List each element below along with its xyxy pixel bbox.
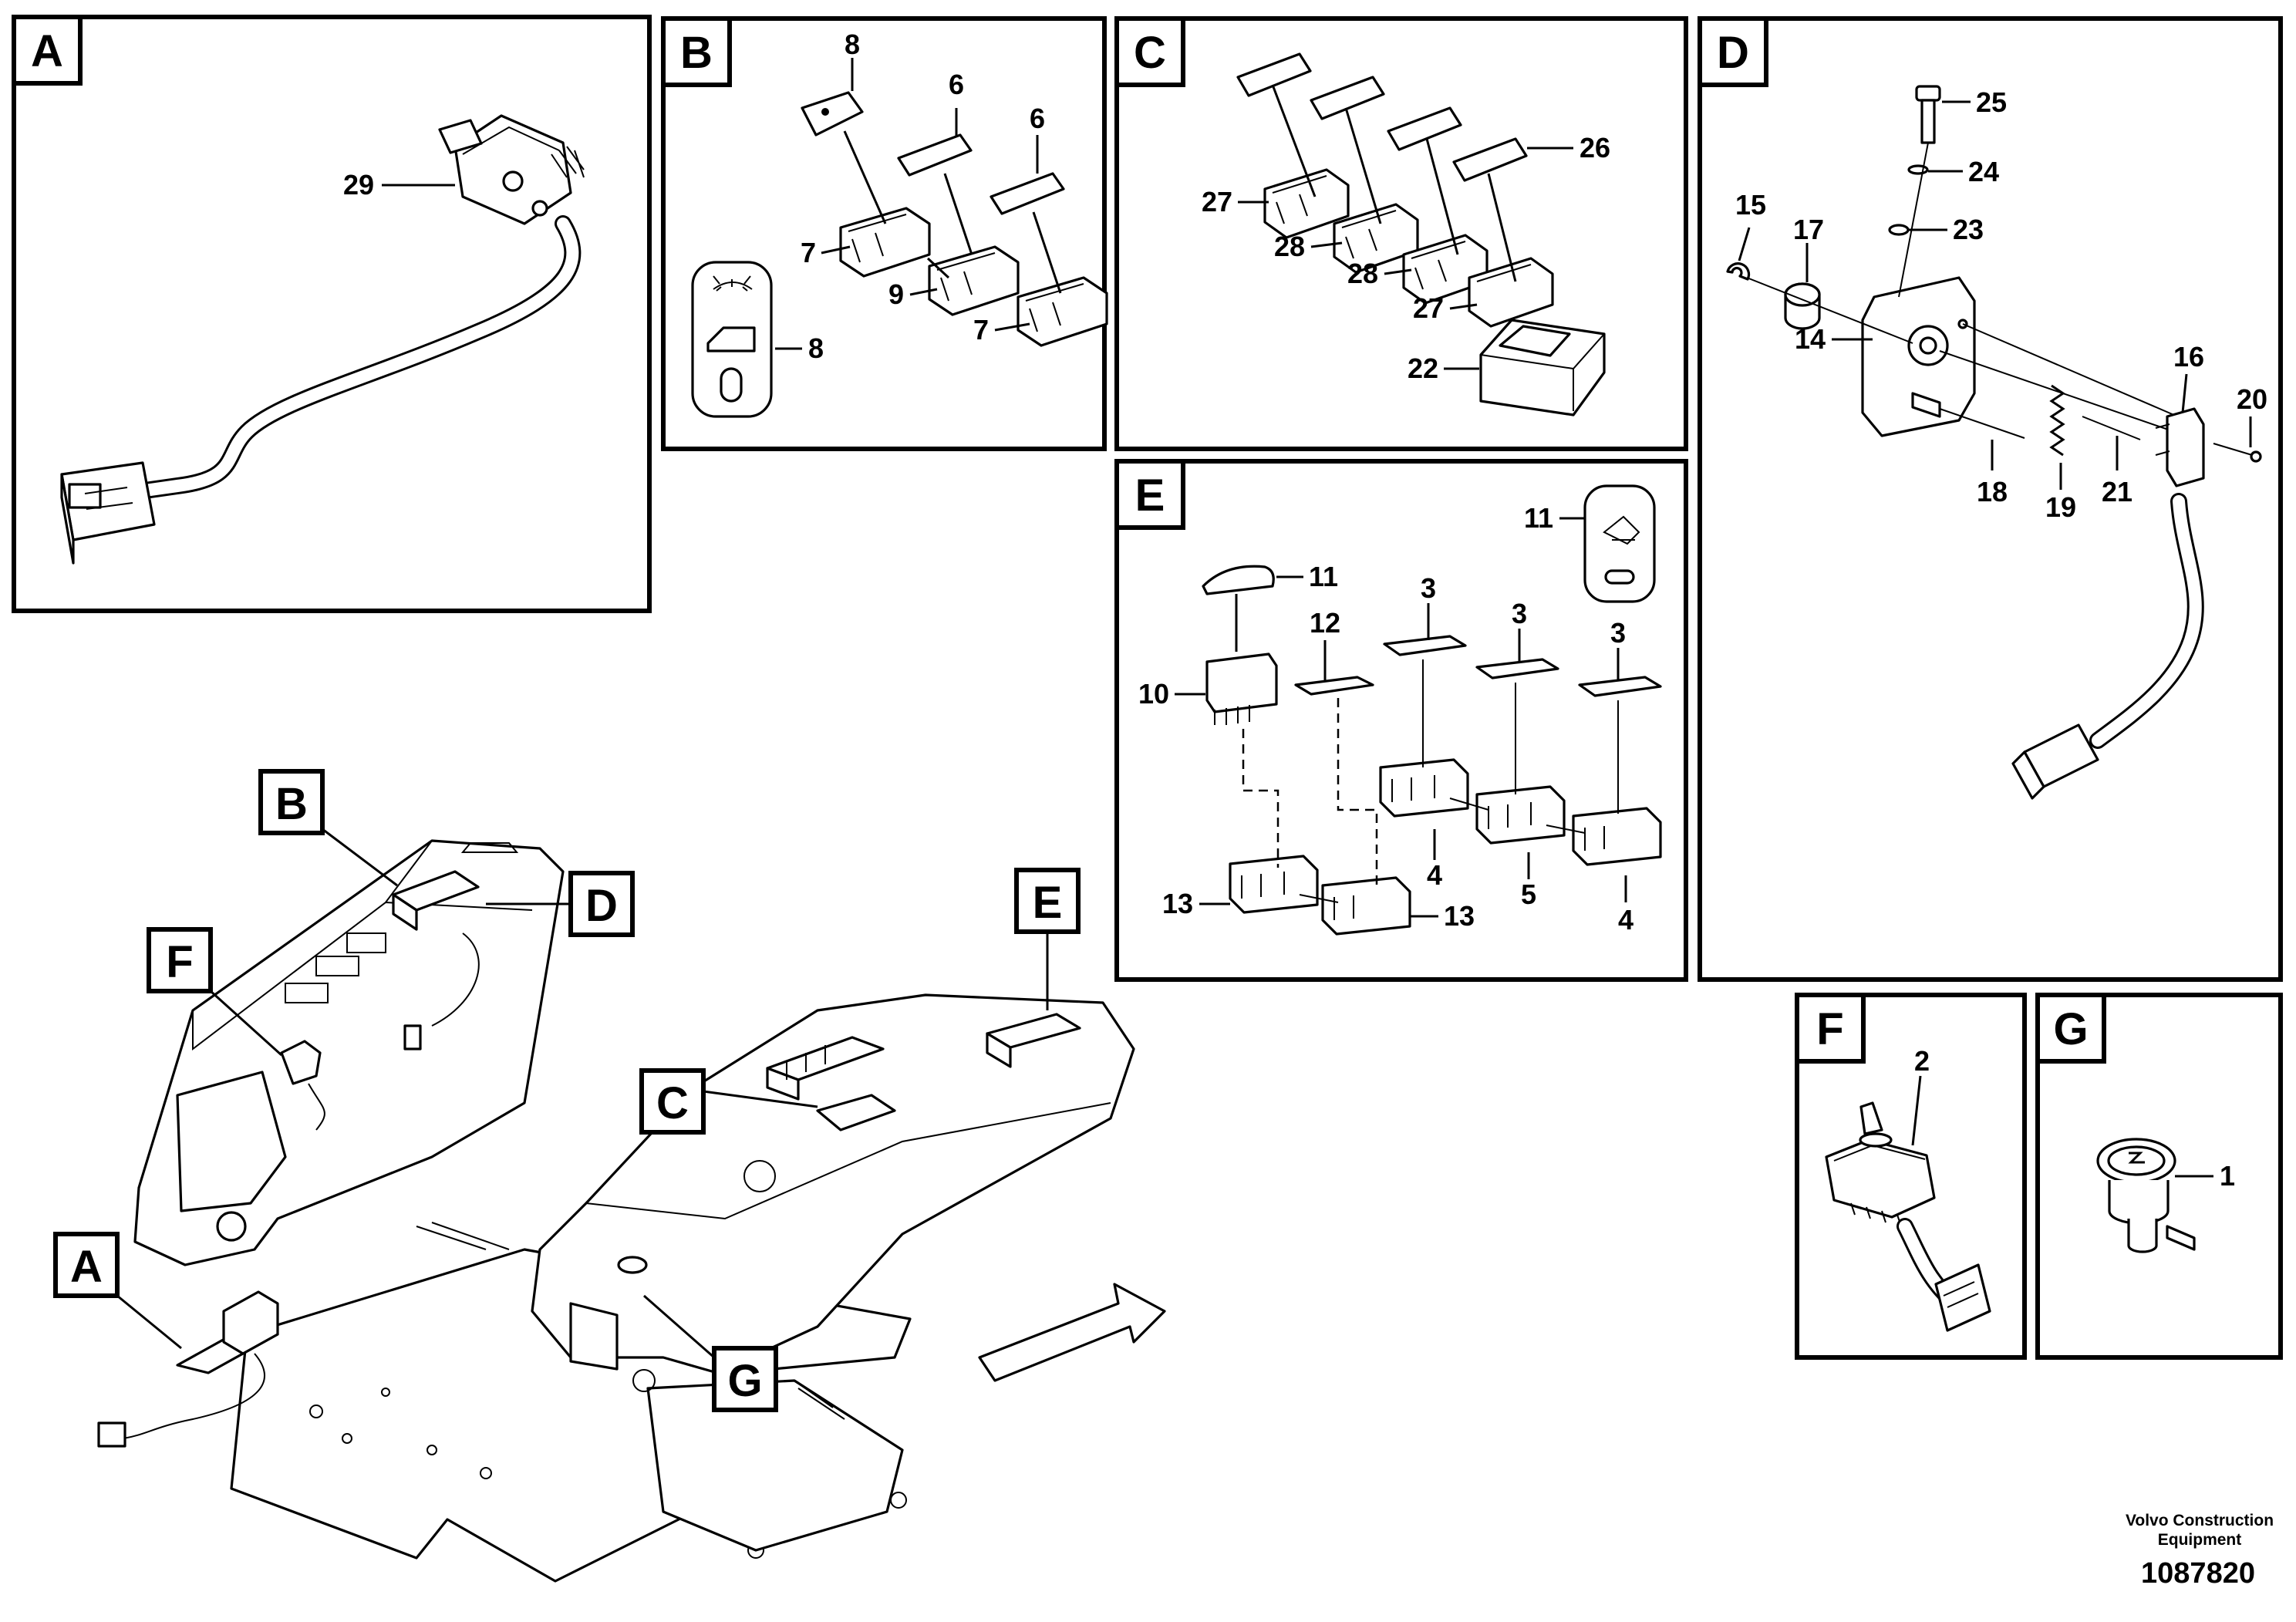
overview-tag-g: G xyxy=(643,1294,778,1412)
callout-b9: 9 xyxy=(888,278,904,310)
callout-e12: 12 xyxy=(1310,607,1340,639)
panel-b-tag: B xyxy=(680,28,713,78)
callout-d19: 19 xyxy=(2045,491,2076,523)
callout-g1: 1 xyxy=(2220,1160,2235,1192)
panel-f-frame xyxy=(1795,993,2027,1360)
callout-d18: 18 xyxy=(1977,476,2008,508)
panel-f-tag: F xyxy=(1816,1004,1843,1054)
panel-c-frame xyxy=(1114,16,1688,451)
callout-e3-c: 3 xyxy=(1610,617,1626,649)
callout-e4-b: 4 xyxy=(1618,904,1633,936)
panel-e: E 11 xyxy=(1114,459,1688,982)
callout-e10: 10 xyxy=(1138,678,1169,710)
panel-g-tag: G xyxy=(2053,1004,2088,1054)
overview-tag-a: A xyxy=(53,1232,182,1350)
callout-d15: 15 xyxy=(1735,189,1766,221)
overview-machine-view xyxy=(133,839,1166,1583)
panel-e-frame xyxy=(1114,459,1688,982)
panel-b-tag-box xyxy=(661,16,732,87)
callout-e4-a: 4 xyxy=(1427,859,1442,891)
footer-company-line2: Equipment xyxy=(2158,1531,2242,1549)
panel-a: A 29 xyxy=(12,15,652,613)
panel-g-frame xyxy=(2035,993,2283,1360)
panel-d-frame xyxy=(1698,16,2283,982)
callout-d25: 25 xyxy=(1976,86,2007,118)
overview-tag-d-label: D xyxy=(585,881,618,931)
overview-tag-a-label: A xyxy=(70,1242,103,1292)
callout-b8-side: 8 xyxy=(808,332,824,364)
callout-c27-a: 27 xyxy=(1202,186,1232,218)
callout-e11-top: 11 xyxy=(1524,502,1553,534)
toggle-switch-with-harness xyxy=(60,114,585,565)
callout-b7-b: 7 xyxy=(973,314,989,346)
callout-b6-b: 6 xyxy=(1030,103,1045,134)
overview-tag-e-label: E xyxy=(1033,878,1063,928)
callout-d14: 14 xyxy=(1795,323,1826,355)
overview-tags: B D F C E A G xyxy=(53,769,1081,1412)
callout-d16: 16 xyxy=(2173,341,2204,373)
callout-e11: 11 xyxy=(1309,561,1338,592)
panel-f-tag-box xyxy=(1795,993,1866,1064)
callout-e13-b: 13 xyxy=(1444,900,1475,932)
callout-b6-a: 6 xyxy=(949,69,964,100)
overview-tag-f: F xyxy=(147,927,283,1057)
panel-c-tag-box xyxy=(1114,16,1185,87)
panel-a-tag: A xyxy=(31,26,63,76)
panel-e-tag-box xyxy=(1114,459,1185,530)
callout-e3-a: 3 xyxy=(1421,572,1436,604)
overview-tag-d: D xyxy=(486,871,635,937)
panel-a-tag-box xyxy=(12,15,83,86)
callout-d24: 24 xyxy=(1968,156,1999,187)
callout-d20: 20 xyxy=(2237,383,2267,415)
callout-c27-b: 27 xyxy=(1413,292,1444,324)
overview-tag-b: B xyxy=(258,769,398,887)
callout-d17: 17 xyxy=(1793,214,1824,245)
callout-f2: 2 xyxy=(1914,1045,1930,1077)
callout-b8-top: 8 xyxy=(845,29,860,60)
callout-c26: 26 xyxy=(1580,132,1610,164)
callout-d21: 21 xyxy=(2102,476,2132,508)
panel-c: C 26 27 28 28 27 22 xyxy=(1114,16,1688,451)
panel-b-frame xyxy=(661,16,1107,451)
callout-e3-b: 3 xyxy=(1512,598,1527,629)
overview-tag-c: C xyxy=(639,1068,818,1135)
callout-29: 29 xyxy=(343,169,374,201)
panel-e-tag: E xyxy=(1135,470,1165,521)
overview-tag-c-label: C xyxy=(656,1078,689,1128)
footer-company-line1: Volvo Construction xyxy=(2126,1512,2274,1529)
panel-d-tag: D xyxy=(1717,28,1749,78)
callout-e5: 5 xyxy=(1521,878,1536,910)
panel-d: D xyxy=(1698,16,2283,982)
callout-b7-a: 7 xyxy=(801,237,816,268)
callout-d23: 23 xyxy=(1953,214,1984,245)
panel-d-tag-box xyxy=(1698,16,1768,87)
overview-tag-f-label: F xyxy=(166,937,193,987)
drawing-number: 1087820 xyxy=(2141,1557,2255,1590)
overview-tag-e: E xyxy=(1014,868,1081,1010)
panel-b: B 8 6 6 7 9 7 8 xyxy=(661,16,1108,451)
overview-tag-g-label: G xyxy=(727,1356,762,1406)
callout-c28-a: 28 xyxy=(1274,231,1305,262)
overview-harness-a xyxy=(97,1290,279,1448)
footer: Volvo Construction Equipment 1087820 xyxy=(2126,1512,2274,1590)
panel-c-tag: C xyxy=(1134,28,1166,78)
panel-f: F 2 xyxy=(1795,993,2027,1360)
panel-a-frame xyxy=(12,15,652,613)
callout-c28-b: 28 xyxy=(1347,258,1378,289)
panel-g: G 1 xyxy=(2035,993,2283,1360)
panel-g-tag-box xyxy=(2035,993,2106,1064)
callout-c22: 22 xyxy=(1408,352,1438,384)
callout-e13-a: 13 xyxy=(1162,888,1193,919)
overview-tag-b-label: B xyxy=(275,779,308,829)
